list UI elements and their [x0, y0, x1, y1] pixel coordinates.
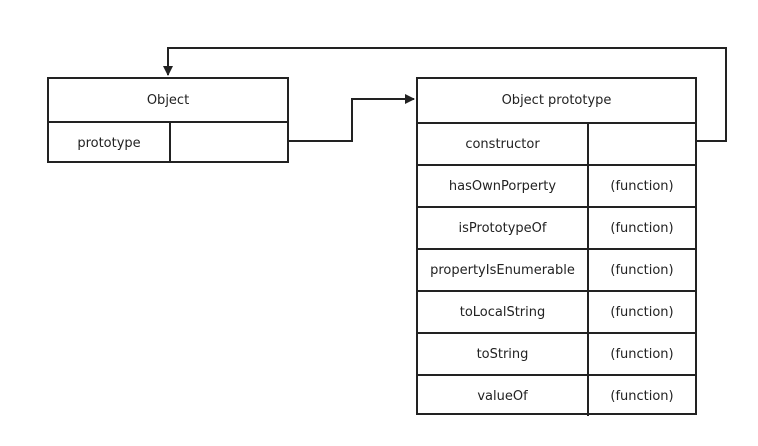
proto-row-valueof: valueOf (function) [418, 374, 695, 416]
proto-row-isprototypeof: isPrototypeOf (function) [418, 206, 695, 248]
proto-row-hasownporperty: hasOwnPorperty (function) [418, 164, 695, 206]
proto-value: (function) [587, 334, 695, 374]
proto-value: (function) [587, 376, 695, 416]
proto-value: (function) [587, 166, 695, 206]
proto-value: (function) [587, 292, 695, 332]
object-prototype-box: Object prototype constructor hasOwnPorpe… [416, 77, 697, 416]
object-row-prototype: prototype [49, 121, 287, 163]
object-prototype-title: Object prototype [501, 93, 612, 108]
object-prototype-value [169, 123, 287, 163]
object-prototype-key: prototype [77, 135, 141, 151]
proto-key: valueOf [477, 388, 528, 404]
proto-key: propertyIsEnumerable [430, 262, 575, 278]
prototype-link-arrow [289, 94, 415, 142]
proto-value: (function) [587, 250, 695, 290]
proto-key: toString [476, 346, 529, 362]
proto-key: hasOwnPorperty [448, 178, 557, 194]
proto-row-tolocalstring: toLocalString (function) [418, 290, 695, 332]
proto-row-tostring: toString (function) [418, 332, 695, 374]
proto-key: constructor [465, 136, 540, 152]
object-header-row: Object [49, 79, 287, 121]
object-prototype-header-row: Object prototype [418, 79, 695, 122]
proto-row-propertyisenumerable: propertyIsEnumerable (function) [418, 248, 695, 290]
object-box: Object prototype [47, 77, 289, 163]
proto-row-constructor: constructor [418, 122, 695, 164]
object-title: Object [146, 92, 190, 108]
proto-key: isPrototypeOf [458, 220, 547, 236]
proto-value [587, 124, 695, 164]
proto-value: (function) [587, 208, 695, 248]
proto-key: toLocalString [459, 304, 546, 320]
